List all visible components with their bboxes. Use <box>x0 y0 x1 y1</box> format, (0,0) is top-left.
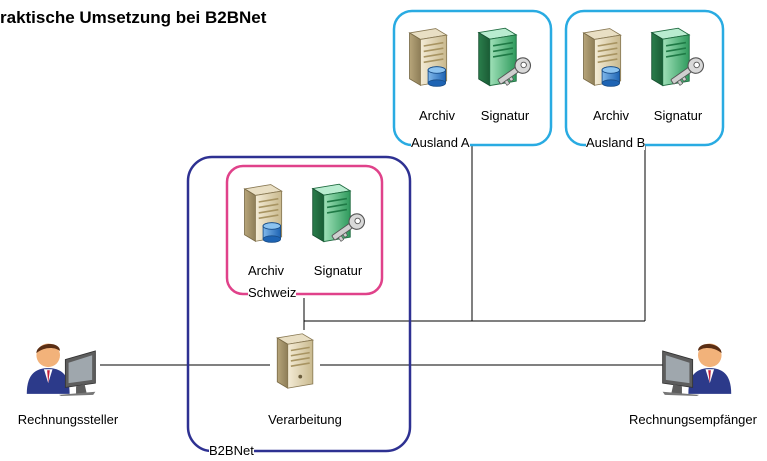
page-title: raktische Umsetzung bei B2BNet <box>0 8 267 27</box>
ausland-a-label: Ausland A <box>411 135 470 150</box>
b2bnet-frame <box>186 155 412 453</box>
archive-server-icon <box>582 27 622 88</box>
rechnungssteller-label: Rechnungssteller <box>17 412 119 427</box>
schweiz-archiv-label: Archiv <box>247 263 285 278</box>
b2bnet-label: B2BNet <box>209 443 254 458</box>
ausland-b-label: Ausland B <box>586 135 646 150</box>
ausland-b-archiv-label: Archiv <box>592 108 630 123</box>
ausland-a-archiv-label: Archiv <box>418 108 456 123</box>
user-workstation-icon <box>26 342 96 396</box>
schweiz-signatur-label: Signatur <box>313 263 363 278</box>
schweiz-frame <box>225 164 384 296</box>
ausland-a-signatur-label: Signatur <box>480 108 530 123</box>
user-workstation-icon <box>662 342 732 396</box>
rechnungsempfaenger-label: Rechnungsempfänger <box>629 412 757 427</box>
archive-server-icon <box>408 27 448 88</box>
archive-server-icon <box>243 183 283 244</box>
schweiz-label: Schweiz <box>248 285 297 300</box>
ausland-b-signatur-label: Signatur <box>653 108 703 123</box>
connectors <box>100 146 665 366</box>
processing-server-icon <box>276 332 314 389</box>
signature-server-icon <box>311 183 368 246</box>
ausland-a-frame <box>392 9 553 147</box>
signature-server-icon <box>650 27 707 90</box>
verarbeitung-label: Verarbeitung <box>268 412 342 427</box>
signature-server-icon <box>477 27 534 90</box>
